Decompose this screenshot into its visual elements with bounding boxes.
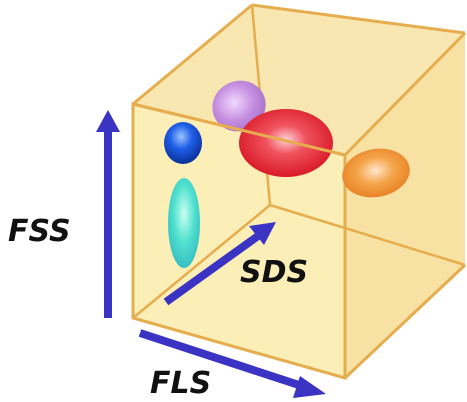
fls-arrowhead xyxy=(293,376,326,398)
fss-label: FSS xyxy=(8,214,71,249)
cluster-orange xyxy=(342,148,410,198)
cluster-red xyxy=(239,109,333,177)
cube-front-top-edge xyxy=(132,102,346,157)
fss-arrowhead xyxy=(96,110,120,132)
sds-arrowhead xyxy=(249,222,276,245)
cube-visible-edges xyxy=(131,3,467,380)
axis-arrows xyxy=(96,110,326,398)
fls-arrow xyxy=(138,329,307,391)
clusters xyxy=(164,80,410,268)
cluster-blue xyxy=(164,122,202,164)
sds-arrow xyxy=(163,232,261,306)
cluster-purple xyxy=(212,80,266,132)
sds-label: SDS xyxy=(240,255,308,290)
cluster-cyan xyxy=(168,178,200,268)
fls-label: FLS xyxy=(150,366,211,401)
